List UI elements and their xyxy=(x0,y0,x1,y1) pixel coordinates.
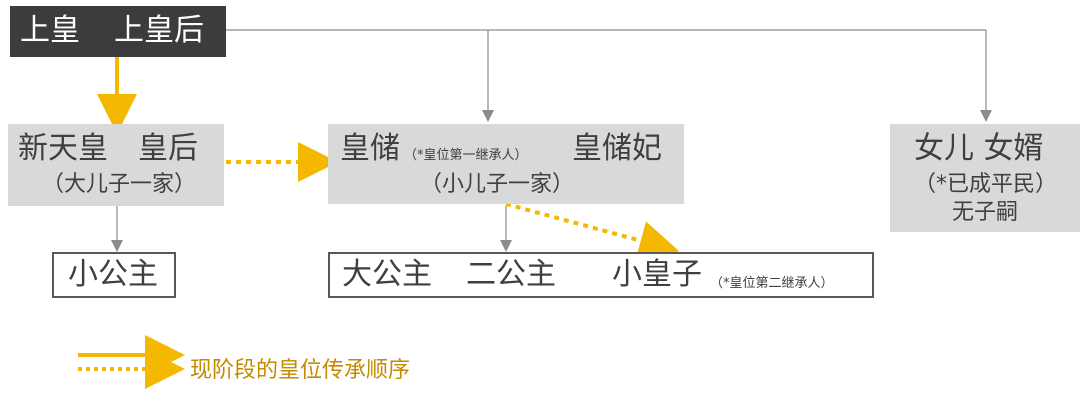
daughter-status: （*已成平民） xyxy=(914,172,1058,197)
little-princess-name: 小公主 xyxy=(68,257,158,292)
daughter-names: 女儿 女婿 xyxy=(914,131,1044,166)
crown-prince-name: 皇储 xyxy=(340,131,400,166)
new-emperor-names: 新天皇 皇后 xyxy=(18,131,198,166)
empress-emerita-label: 上皇后 xyxy=(114,13,204,48)
first-princess-name: 大公主 xyxy=(342,257,432,292)
legend-label: 现阶段的皇位传承顺序 xyxy=(190,358,411,383)
new-emperor-family: （大儿子一家） xyxy=(42,172,197,197)
daughter-box: 女儿 女婿 （*已成平民） 无子嗣 xyxy=(890,124,1080,232)
crown-prince-note: （*皇位第一继承人） xyxy=(404,148,528,163)
emperor-emeritus-box: 上皇 上皇后 xyxy=(10,6,226,57)
crown-prince-children-box: 大公主 二公主 小皇子 （*皇位第二继承人） xyxy=(328,252,874,298)
crown-princess-name: 皇储妃 xyxy=(572,131,662,166)
second-princess-name: 二公主 xyxy=(466,257,556,292)
little-prince-note: （*皇位第二继承人） xyxy=(710,276,834,291)
succession-dotted-arrow-to-prince xyxy=(505,202,680,261)
emperor-emeritus-label: 上皇 xyxy=(20,13,80,48)
little-princess-box: 小公主 xyxy=(52,252,176,298)
crown-prince-family: （小儿子一家） xyxy=(420,172,575,197)
new-emperor-box: 新天皇 皇后 （大儿子一家） xyxy=(8,124,224,206)
little-prince-name: 小皇子 xyxy=(612,257,702,292)
daughter-heirs: 无子嗣 xyxy=(952,200,1019,225)
crown-prince-box: 皇储 （*皇位第一继承人） 皇储妃 （小儿子一家） xyxy=(328,124,684,204)
